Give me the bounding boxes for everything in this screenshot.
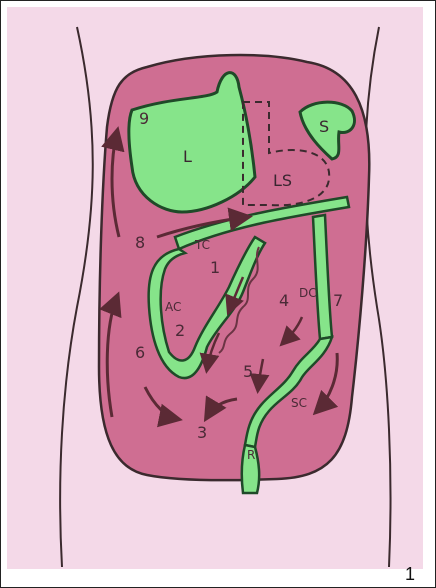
transverse-colon-label: TC [195,239,210,251]
pathway-8-label: 8 [135,235,145,251]
torso-left-outline [60,27,93,567]
rectum-label: R [247,449,255,461]
diagram-canvas: L LS S TC AC DC SC R 1 2 3 4 5 6 7 8 9 [7,7,423,569]
torso-right-outline [365,27,390,567]
pathway-1-label: 1 [210,260,220,276]
pathway-9-label: 9 [139,111,149,127]
pathway-7-label: 7 [333,293,343,309]
lesser-sac-label: LS [273,173,292,189]
descending-colon-label: DC [299,287,317,299]
liver-label: L [183,149,192,165]
pathway-4-label: 4 [279,293,289,309]
abdomen-diagram [7,7,423,569]
pathway-6-label: 6 [135,345,145,361]
ascending-colon-label: AC [165,301,181,313]
spleen-label: S [319,119,329,135]
figure-number: 1 [405,564,415,585]
pathway-2-label: 2 [175,323,185,339]
sigmoid-colon-label: SC [291,397,307,409]
pathway-3-label: 3 [197,425,207,441]
pathway-5-label: 5 [243,364,253,380]
